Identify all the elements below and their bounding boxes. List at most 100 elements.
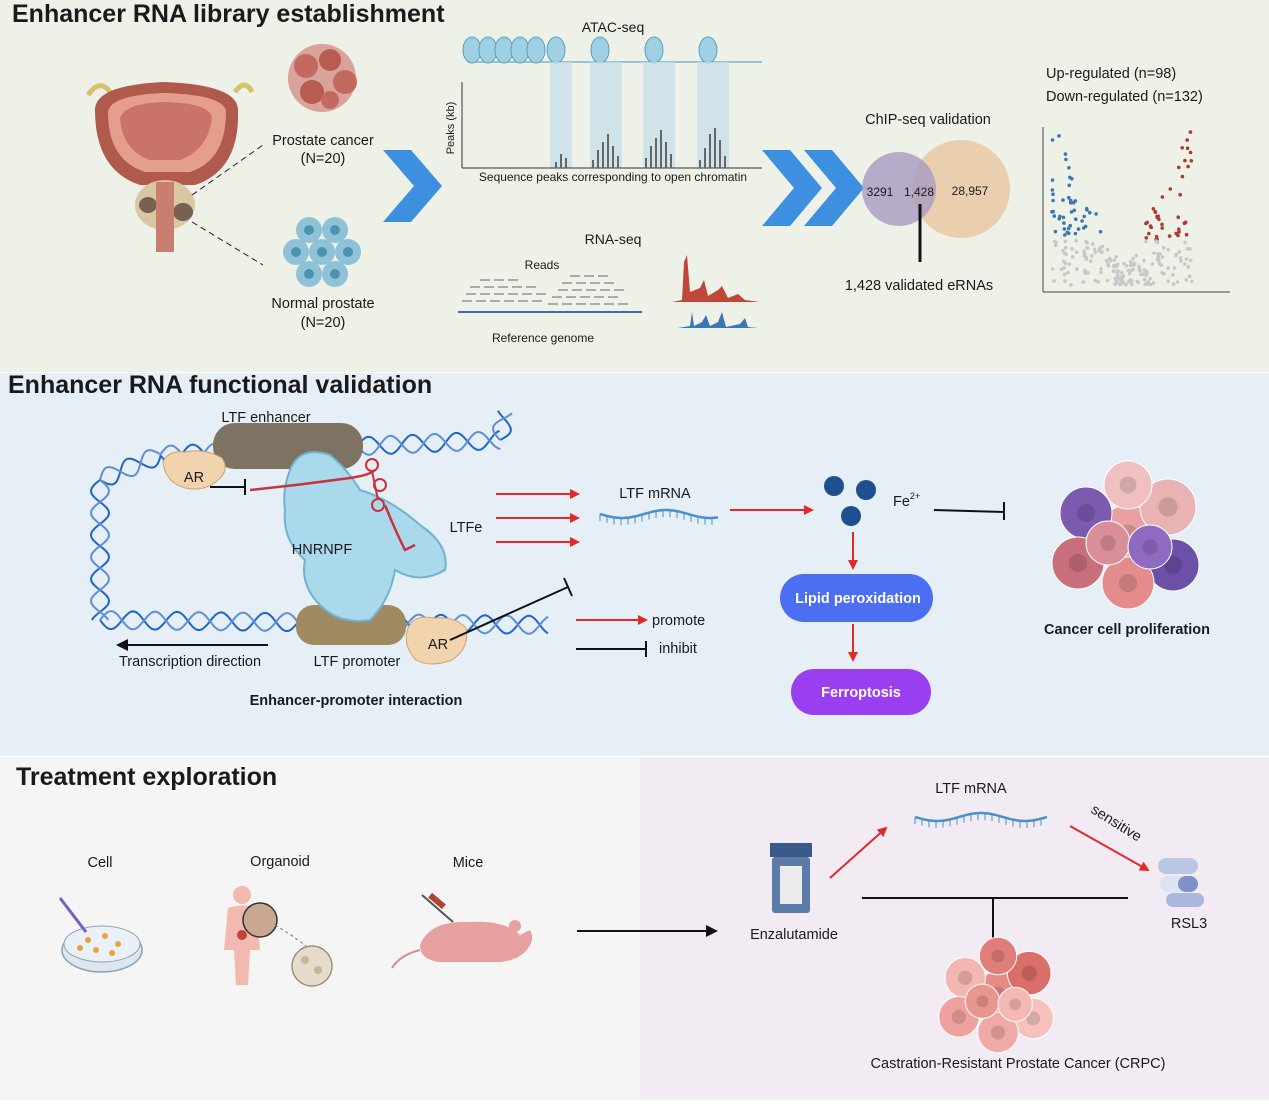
volcano-point — [1081, 226, 1086, 230]
peak-bar — [719, 140, 721, 168]
volcano-point — [1108, 256, 1112, 261]
volcano-point — [1114, 254, 1118, 259]
volcano-point — [1051, 192, 1055, 196]
volcano-point — [1059, 267, 1064, 272]
volcano-point — [1176, 215, 1180, 219]
tumor-cell — [1127, 524, 1173, 570]
tumor-cell — [997, 986, 1033, 1023]
volcano-point — [1142, 268, 1147, 272]
volcano-point — [1089, 254, 1094, 258]
volcano-point — [1124, 282, 1128, 287]
volcano-point — [1152, 251, 1156, 255]
volcano-point — [1171, 273, 1175, 277]
volcano-point — [1177, 250, 1182, 254]
volcano-point — [1067, 262, 1072, 267]
volcano-point — [1184, 232, 1189, 237]
cell-nucleus — [1009, 998, 1022, 1011]
ltf-promoter-label: LTF promoter — [314, 654, 401, 670]
peak-bar — [645, 158, 647, 168]
volcano-point — [1084, 257, 1089, 262]
cancer-tissue-icon — [288, 44, 357, 112]
volcano-point — [1066, 270, 1070, 275]
volcano-point — [1072, 208, 1077, 213]
section2-title: Enhancer RNA functional validation — [8, 371, 432, 399]
lipid-peroxidation-pill — [780, 574, 933, 622]
volcano-point — [1064, 157, 1068, 162]
dna-loop-left — [90, 479, 110, 621]
prostate-cancer-label: Prostate cancer — [272, 133, 374, 149]
volcano-point — [1063, 279, 1067, 283]
volcano-point — [1082, 214, 1086, 219]
volcano-point — [1136, 280, 1140, 285]
volcano-point — [1074, 250, 1079, 254]
cancer-proliferation-label: Cancer cell proliferation — [1044, 622, 1210, 638]
volcano-point — [1080, 219, 1084, 223]
volcano-point — [1142, 258, 1146, 263]
volcano-point — [1074, 238, 1078, 243]
cell-nucleus — [991, 949, 1005, 963]
volcano-point — [1185, 246, 1190, 251]
legend-inhibit-label: inhibit — [659, 641, 697, 657]
volcano-point — [1162, 272, 1166, 276]
volcano-point — [1052, 214, 1057, 218]
volcano-point — [1074, 217, 1078, 221]
volcano-point — [1156, 258, 1160, 262]
volcano-point — [1050, 138, 1055, 142]
volcano-point — [1186, 164, 1190, 169]
volcano-point — [1142, 272, 1146, 277]
volcano-point — [1184, 257, 1189, 261]
zoom-line-top — [191, 144, 264, 196]
volcano-point — [1053, 243, 1058, 247]
mrna-to-rsl3-arrow — [1069, 825, 1150, 871]
volcano-point — [1057, 134, 1061, 138]
volcano-point — [1067, 166, 1071, 170]
volcano-point — [1066, 226, 1071, 231]
peak-bar — [699, 160, 701, 168]
volcano-point — [1157, 217, 1161, 222]
volcano-point — [1092, 247, 1097, 252]
panel-treatment-right-bg — [640, 757, 1269, 1100]
rsl3-pills-icon — [1158, 858, 1204, 907]
volcano-point — [1188, 130, 1193, 134]
down-regulated-label: Down-regulated (n=132) — [1046, 89, 1203, 105]
volcano-point — [1156, 252, 1160, 256]
peak-bar — [660, 130, 662, 168]
volcano-point — [1085, 246, 1089, 250]
cell-nucleus — [1163, 555, 1183, 575]
volcano-point — [1096, 280, 1101, 284]
dna-top-end — [491, 412, 513, 441]
enhancer-promoter-label: Enhancer-promoter interaction — [250, 693, 463, 709]
volcano-point — [1070, 247, 1074, 251]
peak-bar — [655, 138, 657, 168]
cancer-cell-cluster-icon — [1051, 460, 1200, 610]
volcano-point — [1166, 266, 1171, 270]
volcano-point — [1093, 250, 1097, 255]
atac-title: ATAC-seq — [582, 19, 645, 35]
petri-dish-icon — [58, 897, 143, 973]
ar-bottom-label: AR — [428, 637, 448, 653]
panel-library-bg — [0, 0, 1269, 372]
volcano-point — [1137, 264, 1141, 269]
hnrnpf-protein-icon — [283, 451, 447, 622]
ferroptosis-label: Ferroptosis — [821, 685, 901, 701]
cell-nucleus — [1142, 539, 1158, 555]
volcano-point — [1188, 150, 1193, 155]
volcano-point — [1145, 270, 1149, 274]
ltf-promoter-box — [296, 605, 406, 645]
nucleosome — [526, 36, 546, 64]
treatment-ltf-mrna-label: LTF mRNA — [935, 781, 1007, 797]
volcano-point — [1069, 210, 1074, 214]
volcano-point — [1122, 261, 1126, 266]
volcano-point — [1085, 208, 1089, 212]
peak-bar — [617, 156, 619, 168]
ltf-mrna-icon — [599, 508, 719, 525]
volcano-point — [1167, 234, 1172, 238]
volcano-point — [1050, 178, 1055, 182]
enzalutamide-label: Enzalutamide — [750, 927, 838, 943]
lipid-peroxidation-label: Lipid peroxidation — [795, 591, 921, 607]
volcano-point — [1130, 282, 1134, 287]
open-chromatin-bands — [550, 62, 729, 168]
volcano-point — [1142, 277, 1147, 282]
volcano-point — [1063, 261, 1068, 266]
volcano-point — [1131, 256, 1135, 261]
